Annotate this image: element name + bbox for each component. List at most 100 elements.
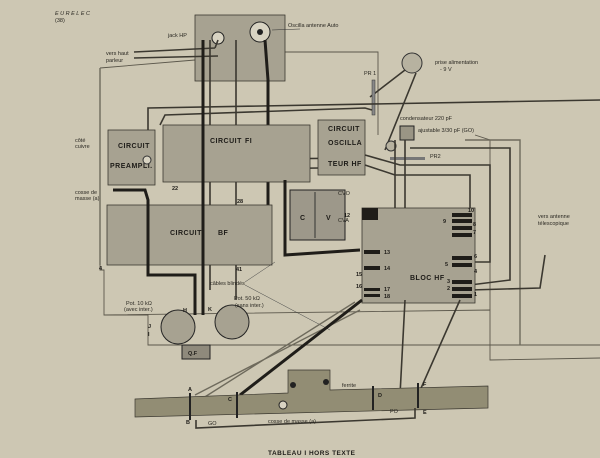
- variable-capacitor: [289, 189, 346, 241]
- pot50-label-2: (sans inter.): [235, 303, 264, 309]
- terminal-18: 18: [384, 294, 390, 300]
- wire-osc-bloc-2: [364, 164, 471, 230]
- pot10-label-2: (avec inter.): [124, 307, 153, 313]
- preampli-title-1: CIRCUIT: [118, 143, 150, 150]
- terminal-7: 7: [473, 230, 476, 236]
- fi-title-2: FI: [245, 138, 252, 145]
- prise-alim-label-2: - 9 V: [440, 67, 452, 73]
- cosse-masse-label: cosse de: [75, 190, 97, 196]
- terminal-13: 13: [384, 250, 390, 256]
- terminal-D: D: [378, 393, 382, 399]
- terminal-10: 10: [468, 208, 474, 214]
- figure-caption: TABLEAU I HORS TEXTE: [268, 450, 356, 457]
- wire-go-po: [195, 408, 416, 429]
- wire-ferrite-diag-thick: [239, 298, 363, 397]
- terminal-2: 2: [447, 286, 450, 292]
- bf-title-1: CIRCUIT: [170, 230, 202, 237]
- bloc-hf-tab: [362, 208, 378, 220]
- bloc-hf-title: BLOC HF: [410, 275, 445, 282]
- pot-50k-icon: [214, 304, 250, 340]
- wire-condenser-bloc: [394, 140, 406, 212]
- terminal-8: 8: [473, 222, 476, 228]
- wire-antenna-tele: [469, 254, 546, 291]
- terminal-B: B: [186, 420, 190, 426]
- bf-title-2: BF: [218, 230, 229, 237]
- antenne-tele-label-2: télescopique: [538, 221, 569, 227]
- terminal-41: 41: [236, 267, 242, 273]
- terminal-22: 22: [172, 186, 178, 192]
- terminal-I: I: [148, 332, 150, 338]
- terminal-H: H: [183, 308, 187, 314]
- trimmer-icon: [385, 140, 397, 152]
- wire-ferrite-right: [399, 299, 461, 396]
- wire-right-outline: [465, 139, 521, 345]
- terminal-28: 28: [237, 199, 243, 205]
- wire-ajustable: [410, 147, 511, 286]
- terminal-F: F: [423, 382, 427, 388]
- wire-osc-bloc-1: [364, 154, 491, 263]
- capacitor-component: [181, 344, 211, 360]
- antenna-socket-center: [257, 29, 263, 35]
- oscillator-title-1: CIRCUIT: [328, 126, 360, 133]
- ferrite-label: ferrite: [342, 383, 356, 389]
- jack-hp-icon: [211, 31, 225, 45]
- cote-cuivre-label-2: cuivre: [75, 144, 90, 150]
- preampli-transformer-icon: [142, 155, 152, 165]
- terminal-J: J: [148, 324, 151, 330]
- page-number: (38): [55, 18, 65, 24]
- condenser-icon: [399, 125, 415, 141]
- cosse-masse-label-2: masse (a): [75, 196, 100, 202]
- go-label: GO: [208, 421, 217, 427]
- preampli-title-2: PREAMPLI.: [110, 163, 153, 170]
- cv-c-label: C: [300, 215, 306, 222]
- prise-alim-label: prise alimentation: [435, 60, 478, 66]
- jack-hp-label: jack HP: [167, 33, 187, 39]
- terminal-6: 6: [474, 254, 477, 260]
- terminal-5: 5: [445, 262, 448, 268]
- capacitor-label: Q.F: [188, 351, 198, 357]
- wire-antenna-thick: [263, 39, 270, 260]
- terminal-9: 9: [443, 219, 446, 225]
- cables-blindes-pointer: [244, 261, 331, 331]
- terminal-4b: 4: [474, 269, 478, 275]
- terminal-14: 14: [384, 266, 391, 272]
- vers-haut-parleur-label-2: parleur: [106, 58, 123, 64]
- chassis-outline-top: [99, 51, 379, 135]
- terminal-17: 17: [384, 287, 390, 293]
- terminal-1: 1: [474, 292, 477, 298]
- brand-header: EURELEC: [55, 11, 91, 17]
- pr1-label: PR 1: [364, 71, 376, 77]
- cables-blindes-label: câbles blindés: [210, 281, 245, 287]
- terminal-3: 3: [447, 279, 450, 285]
- po-label: PO: [390, 409, 399, 415]
- oscillator-board: [317, 119, 366, 176]
- power-socket-icon: [401, 52, 423, 74]
- pr2-label: PR2: [430, 154, 441, 160]
- antenne-tele-label: vers antenne: [538, 214, 570, 220]
- oscilla-antenne-label: Oscilla antenne Auto: [288, 23, 338, 29]
- cote-cuivre-label: côté: [75, 138, 85, 144]
- pot-10k-icon: [160, 309, 196, 345]
- wire-cv-thick: [283, 180, 361, 257]
- power-wires: [369, 69, 417, 151]
- terminal-16: 16: [356, 284, 362, 290]
- cosse-masse-bottom-label: cosse de masse (a): [268, 419, 316, 425]
- cv-v-label: V: [326, 215, 331, 222]
- ground-lug-icon: [278, 400, 288, 410]
- fi-board: [162, 124, 311, 183]
- oscillator-title-3: TEUR HF: [328, 161, 362, 168]
- wire-top-2: [159, 107, 373, 126]
- cva-label: CVA: [338, 218, 349, 224]
- pr1-connector: [371, 79, 376, 116]
- pot10-label: Pot. 10 kΩ: [126, 301, 152, 307]
- fi-title-1: CIRCUIT: [210, 138, 242, 145]
- terminal-K: K: [208, 307, 212, 313]
- terminal-12: 12: [344, 213, 350, 219]
- cvo-label: CVO: [338, 191, 351, 197]
- terminal-4: 4: [99, 266, 103, 272]
- bloc-hf-strips: [364, 213, 472, 298]
- condensateur-label: condensateur 220 pF: [400, 116, 453, 122]
- coil-clamps: [189, 383, 419, 420]
- terminal-E: E: [423, 410, 427, 416]
